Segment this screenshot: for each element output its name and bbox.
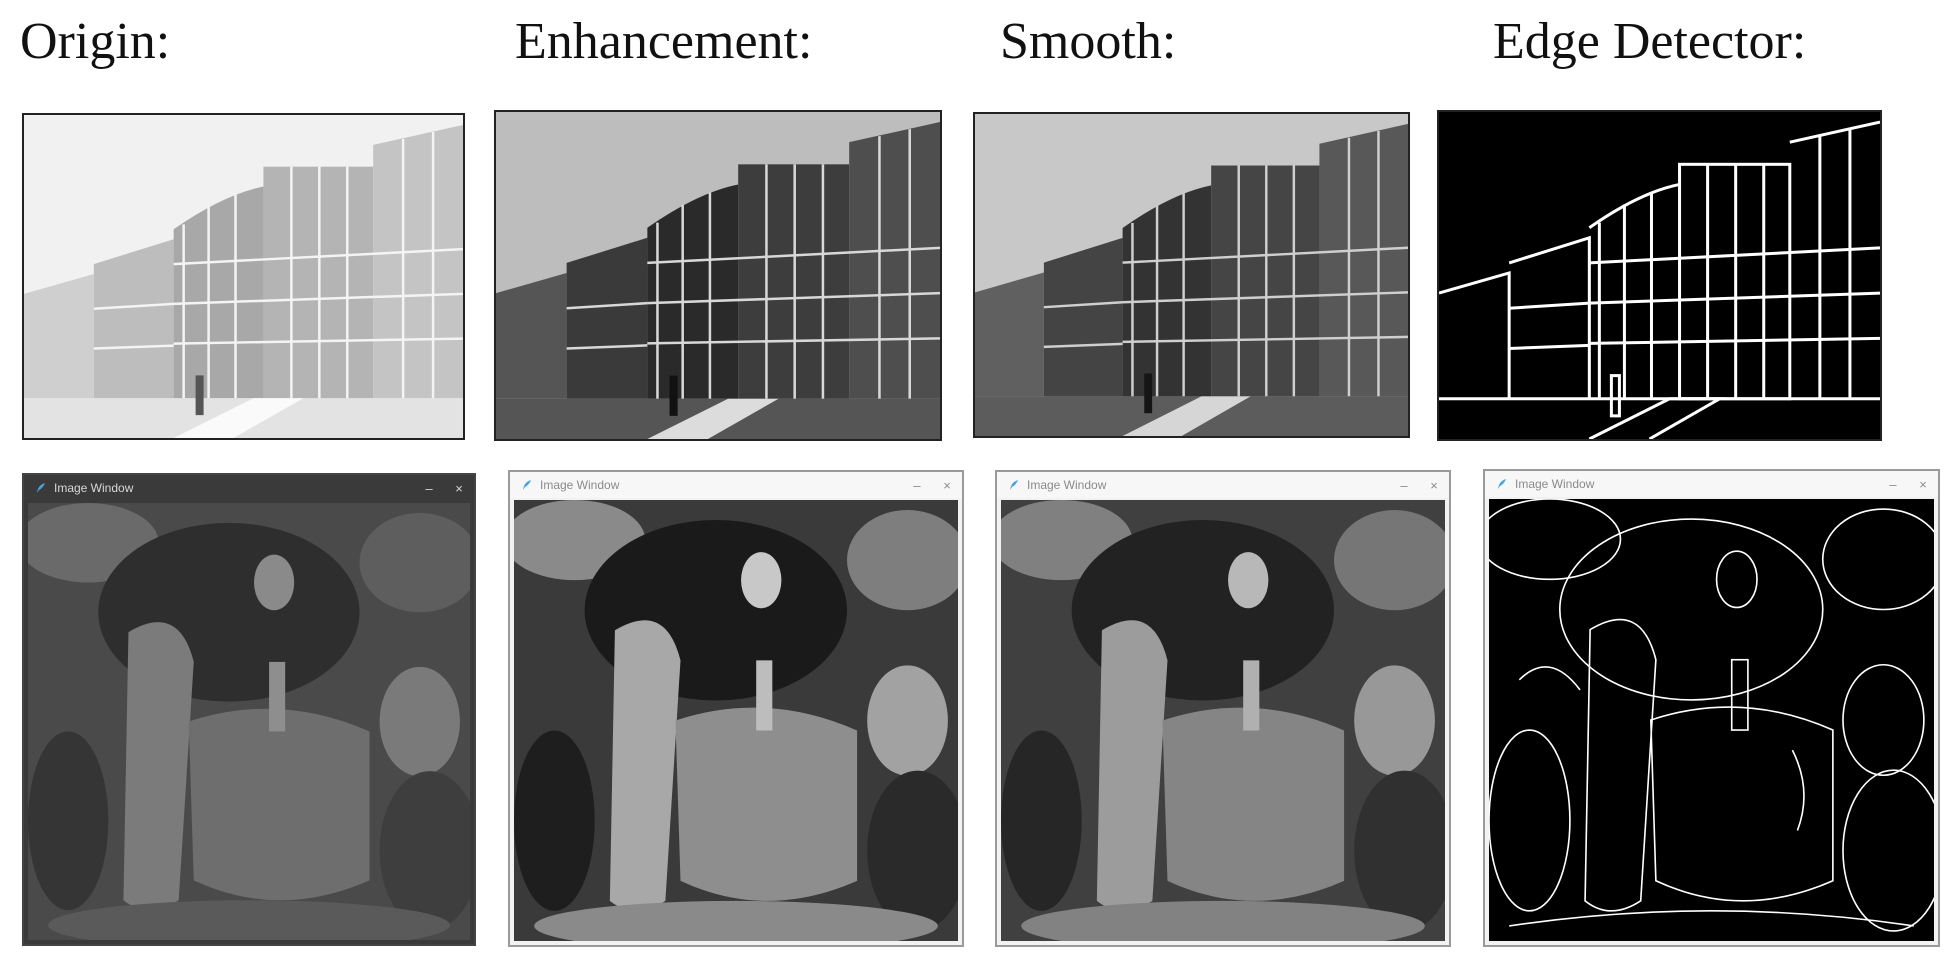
origin-title: Origin: xyxy=(20,13,171,70)
image-window-origin[interactable]: Image Window – × xyxy=(22,473,476,946)
close-icon[interactable]: × xyxy=(455,480,463,496)
close-icon[interactable]: × xyxy=(1919,476,1927,492)
edge-detector-title: Edge Detector: xyxy=(1493,13,1807,70)
close-icon[interactable]: × xyxy=(943,477,951,493)
feather-icon xyxy=(1498,479,1506,489)
peppers-smooth-image xyxy=(1001,500,1445,941)
building-enhancement-image xyxy=(494,110,942,441)
minimize-icon[interactable]: – xyxy=(1889,476,1897,492)
window-title: Image Window xyxy=(1515,477,1595,491)
smooth-title: Smooth: xyxy=(1000,13,1177,70)
building-edge-image xyxy=(1437,110,1882,441)
window-titlebar[interactable]: Image Window – × xyxy=(997,472,1449,498)
window-title: Image Window xyxy=(54,481,134,495)
building-origin-image xyxy=(22,113,465,440)
window-titlebar[interactable]: Image Window – × xyxy=(510,472,962,498)
minimize-icon[interactable]: – xyxy=(913,477,921,493)
enhancement-title: Enhancement: xyxy=(515,13,813,70)
peppers-origin-image xyxy=(28,503,470,940)
window-titlebar[interactable]: Image Window – × xyxy=(24,475,474,501)
window-title: Image Window xyxy=(540,478,620,492)
minimize-icon[interactable]: – xyxy=(1400,477,1408,493)
peppers-edge-image xyxy=(1489,499,1934,941)
image-window-edge[interactable]: Image Window – × xyxy=(1483,469,1940,947)
peppers-enhancement-image xyxy=(514,500,958,941)
close-icon[interactable]: × xyxy=(1430,477,1438,493)
window-title: Image Window xyxy=(1027,478,1107,492)
window-titlebar[interactable]: Image Window – × xyxy=(1485,471,1938,497)
feather-icon xyxy=(37,483,45,493)
image-window-smooth[interactable]: Image Window – × xyxy=(995,470,1451,947)
image-window-enhancement[interactable]: Image Window – × xyxy=(508,470,964,947)
building-smooth-image xyxy=(973,112,1410,438)
feather-icon xyxy=(523,480,531,490)
minimize-icon[interactable]: – xyxy=(425,480,433,496)
feather-icon xyxy=(1010,480,1018,490)
